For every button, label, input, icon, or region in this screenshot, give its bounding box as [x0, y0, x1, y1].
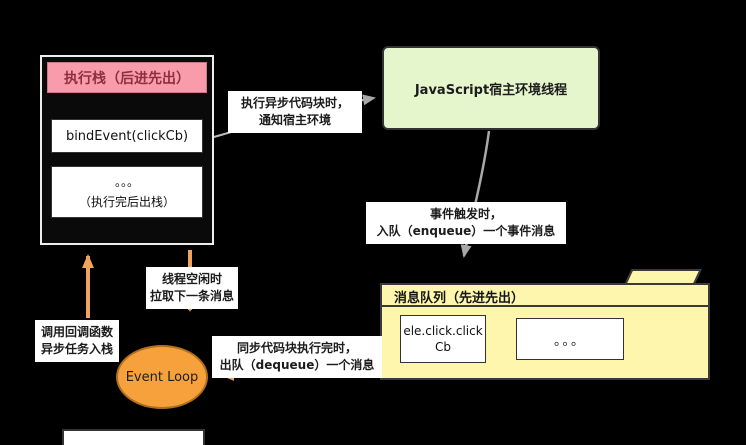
message-queue: 消息队列（先进先出） ele.click.clickCb 。。。 [380, 283, 710, 380]
label-enqueue-line1: 事件触发时， [429, 207, 502, 221]
label-notify-host-line2: 通知宿主环境 [258, 113, 331, 127]
execution-stack-title: 执行栈（后进先出） [47, 62, 207, 93]
queue-item-ellipsis-label: 。。。 [553, 333, 586, 349]
queue-item-ellipsis: 。。。 [516, 318, 624, 360]
host-thread-box: JavaScript宿主环境线程 [382, 46, 600, 130]
queue-item-clickcb-label: ele.click.clickCb [403, 324, 483, 354]
message-queue-title: 消息队列（先进先出） [394, 291, 525, 306]
execution-stack-title-text: 执行栈（后进先出） [64, 70, 190, 87]
execution-stack: 执行栈（后进先出） bindEvent(clickCb) 。。。 （执行完后出栈… [40, 55, 214, 245]
label-push-callback-line2: 异步任务入栈 [40, 342, 113, 356]
stack-frame-ellipsis: 。。。 （执行完后出栈） [51, 166, 203, 218]
label-push-callback: 调用回调函数 异步任务入栈 [35, 320, 119, 362]
event-loop-ellipse: Event Loop [116, 345, 208, 409]
stack-frame-bindevent: bindEvent(clickCb) [51, 119, 203, 153]
stack-frame-ellipsis-note: （执行完后出栈） [78, 195, 175, 209]
partial-box-bottom [62, 429, 205, 445]
event-loop-label: Event Loop [125, 369, 199, 385]
label-dequeue: 同步代码块执行完时， 出队（dequeue）一个消息 [212, 336, 382, 378]
label-idle-pull: 线程空闲时 拉取下一条消息 [146, 267, 238, 309]
label-dequeue-line1: 同步代码块执行完时， [236, 341, 357, 355]
label-idle-pull-line1: 线程空闲时 [161, 272, 222, 286]
label-idle-pull-line2: 拉取下一条消息 [149, 289, 234, 303]
stack-frame-bindevent-label: bindEvent(clickCb) [65, 128, 189, 144]
label-enqueue-line2: 入队（enqueue）一个事件消息 [376, 224, 556, 238]
host-thread-label: JavaScript宿主环境线程 [414, 82, 568, 98]
label-notify-host-line1: 执行异步代码块时， [240, 96, 349, 110]
message-queue-divider [382, 305, 708, 307]
label-dequeue-line2: 出队（dequeue）一个消息 [219, 358, 375, 372]
queue-item-clickcb: ele.click.clickCb [400, 315, 486, 363]
label-notify-host: 执行异步代码块时， 通知宿主环境 [228, 91, 362, 133]
stack-frame-ellipsis-dots: 。。。 [114, 175, 139, 189]
label-push-callback-line1: 调用回调函数 [40, 325, 113, 339]
label-enqueue: 事件触发时， 入队（enqueue）一个事件消息 [366, 202, 566, 244]
